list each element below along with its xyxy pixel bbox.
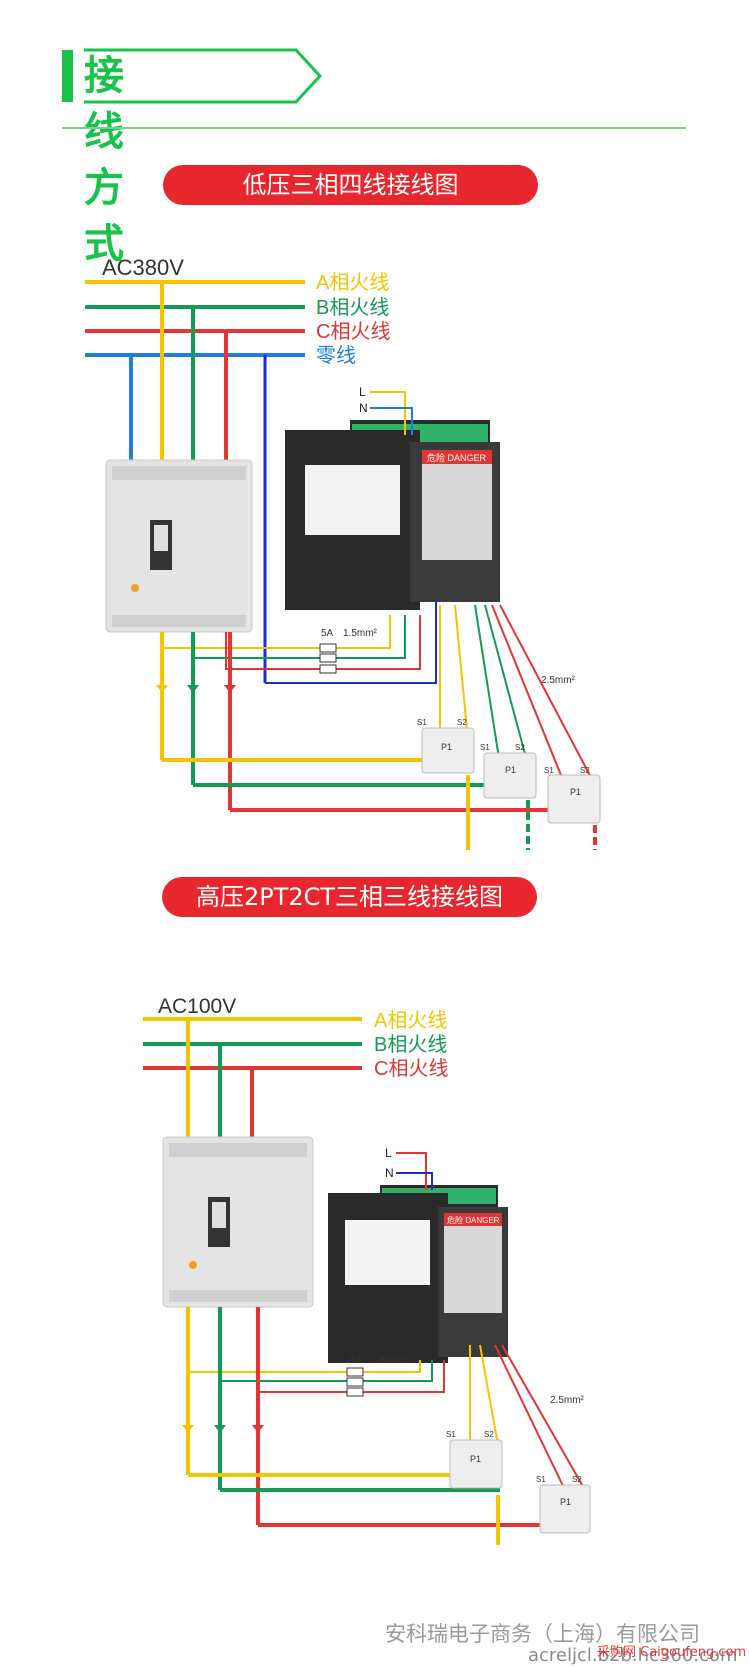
header-title-frame — [84, 48, 323, 104]
diagram2-title-pill: 高压2PT2CT三相三线接线图 — [162, 877, 537, 917]
diagram2-danger: 危险 DANGER — [447, 1215, 500, 1225]
ct-c-s1: S1 — [544, 766, 554, 775]
diagram2-aux-n: N — [385, 1166, 394, 1180]
diagram2-wire-large: 2.5mm² — [550, 1395, 585, 1406]
ct-a-s2: S2 — [457, 718, 467, 727]
diagram2-fuse-label: 5A — [350, 1355, 363, 1366]
ct-b-s1: S1 — [480, 743, 490, 752]
header-accent-bar — [62, 50, 73, 102]
ct2-a-p1: P1 — [470, 1454, 481, 1464]
diagram2-line-a: A相火线 — [374, 1009, 447, 1032]
power-meter-2: 危险 DANGER — [328, 1185, 508, 1363]
ct-b-s2: S2 — [515, 743, 525, 752]
diagram1-fuse-label: 5A — [321, 628, 334, 639]
diagram1-wire-large: 2.5mm² — [541, 675, 576, 686]
diagram1-line-n: 零线 — [316, 344, 356, 367]
section-title: 接线方式 — [84, 53, 125, 267]
current-transformer-c: S1 S2 P1 — [544, 766, 601, 824]
diagram2-wiring: AC100V A相火线 B相火线 C相火线 危险 DANGER L N 5A 1… — [143, 995, 591, 1545]
header-divider — [62, 127, 686, 129]
diagram1-line-c: C相火线 — [316, 320, 390, 343]
current-transformer-2a: S1 S2 P1 — [446, 1430, 503, 1489]
current-transformer-2c: S1 S2 P1 — [536, 1475, 591, 1534]
diagram1-line-b: B相火线 — [316, 296, 389, 319]
circuit-breaker-2 — [162, 1136, 314, 1308]
diagram1-title: 低压三相四线接线图 — [242, 171, 459, 199]
ct-c-p1: P1 — [570, 787, 581, 797]
current-transformer-b: S1 S2 P1 — [480, 743, 537, 799]
footer-url: acreljcl.b2b.hc360.com — [528, 1645, 738, 1666]
diagram1-wiring: AC380V A相火线 B相火线 C相火线 零线 危险 DANGER L N 5… — [85, 255, 601, 850]
diagram1-aux-l: L — [359, 385, 366, 399]
ct-a-s1: S1 — [417, 718, 427, 727]
diagram1-supply-label: AC380V — [102, 255, 184, 280]
diagram2-line-c: C相火线 — [374, 1057, 448, 1080]
ct2-c-s1: S1 — [536, 1475, 546, 1484]
ct-c-s2: S2 — [580, 766, 590, 775]
current-transformer-a: S1 S2 P1 — [417, 718, 475, 774]
diagram2-title: 高压2PT2CT三相三线接线图 — [195, 883, 504, 911]
diagram2-line-b: B相火线 — [374, 1033, 447, 1056]
diagram2-wire-small: 1.5mm² — [371, 1355, 406, 1366]
circuit-breaker — [105, 459, 253, 633]
ct2-c-s2: S2 — [572, 1475, 582, 1484]
power-meter: 危险 DANGER — [285, 420, 500, 610]
diagram2-aux-l: L — [385, 1146, 392, 1160]
ct-b-p1: P1 — [505, 765, 516, 775]
ct2-c-p1: P1 — [560, 1497, 571, 1507]
ct2-a-s1: S1 — [446, 1430, 456, 1439]
diagram2-supply-label: AC100V — [158, 995, 236, 1018]
watermark: 采购网 Caigoufeng.com — [597, 1645, 747, 1660]
diagram1-wire-small: 1.5mm² — [343, 628, 378, 639]
diagram1-aux-n: N — [359, 401, 368, 415]
footer-company: 安科瑞电子商务（上海）有限公司 — [385, 1622, 700, 1646]
ct2-a-s2: S2 — [484, 1430, 494, 1439]
diagram1-title-pill: 低压三相四线接线图 — [163, 165, 538, 205]
ct-a-p1: P1 — [441, 742, 452, 752]
diagram1-danger: 危险 DANGER — [427, 452, 487, 463]
diagram1-line-a: A相火线 — [316, 271, 389, 294]
